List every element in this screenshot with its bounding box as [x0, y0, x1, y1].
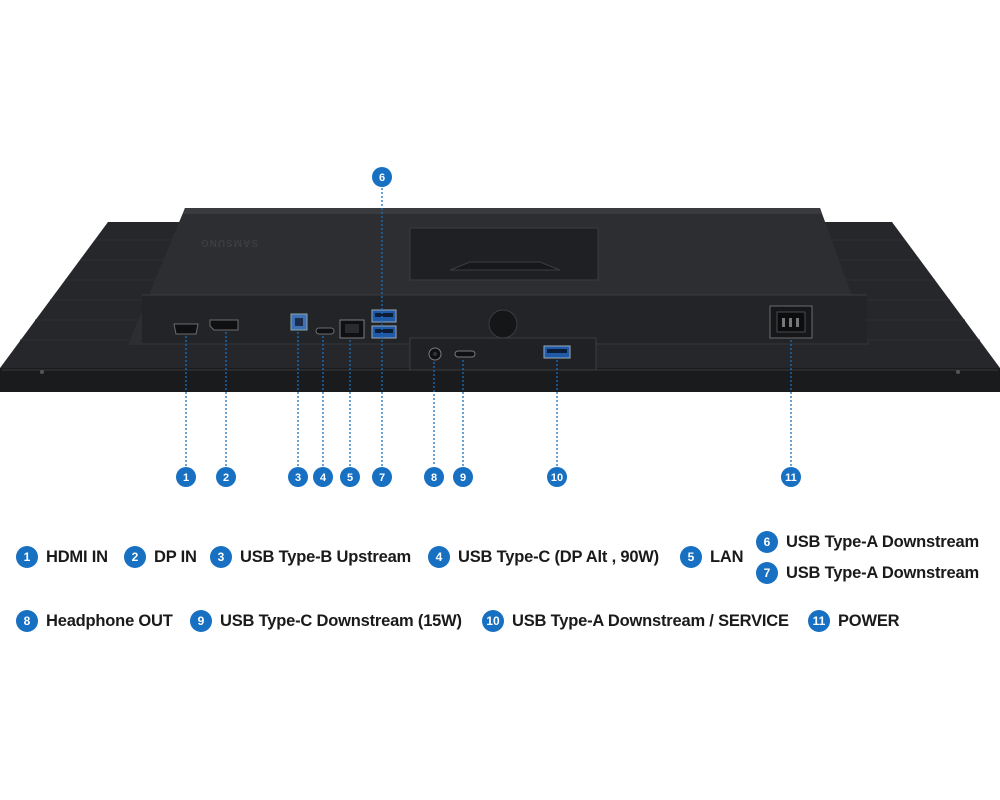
legend-number: 9 — [190, 610, 212, 632]
callout-8: 8 — [424, 467, 444, 487]
legend-item-hdmi-in: 1 HDMI IN — [16, 544, 108, 570]
legend-label: USB Type-A Downstream / SERVICE — [512, 611, 789, 630]
stand-hinge — [488, 309, 518, 339]
legend-number: 6 — [756, 531, 778, 553]
callout-number: 2 — [223, 472, 229, 484]
legend-label: Headphone OUT — [46, 611, 173, 630]
legend-item-usb-c-dp-alt: 4 USB Type-C (DP Alt , 90W) — [428, 544, 659, 570]
callout-number: 11 — [785, 472, 797, 484]
legend-item-dp-in: 2 DP IN — [124, 544, 197, 570]
hdmi-port-icon — [173, 323, 199, 335]
legend-label: LAN — [710, 547, 744, 566]
legend-label: POWER — [838, 611, 900, 630]
legend-label: USB Type-C Downstream (15W) — [220, 611, 462, 630]
legend-label: DP IN — [154, 547, 197, 566]
stand-mount-latch — [449, 261, 561, 271]
callout-number: 6 — [379, 172, 385, 184]
callout-6: 6 — [372, 167, 392, 187]
legend-number: 2 — [124, 546, 146, 568]
callout-number: 10 — [551, 472, 563, 484]
leader-lines — [185, 188, 792, 466]
legend-label: USB Type-A Downstream — [786, 563, 979, 582]
legend-item-lan: 5 LAN — [680, 544, 744, 570]
usb-a-port-icon — [371, 309, 397, 339]
screw-icon — [956, 370, 960, 374]
headphone-port-icon — [428, 347, 442, 361]
legend-number: 3 — [210, 546, 232, 568]
legend-number: 7 — [756, 562, 778, 584]
legend-item-usb-a-service: 10 USB Type-A Downstream / SERVICE — [482, 608, 789, 634]
callout-number: 4 — [320, 472, 327, 484]
callout-number: 8 — [431, 472, 437, 484]
screw-icon — [40, 370, 44, 374]
callout-number: 7 — [379, 472, 385, 484]
stand-mount — [409, 227, 599, 281]
callout-number: 1 — [183, 472, 189, 484]
legend-item-usb-b-upstream: 3 USB Type-B Upstream — [210, 544, 411, 570]
legend-label: USB Type-B Upstream — [240, 547, 412, 566]
legend-item-usb-c-downstream: 9 USB Type-C Downstream (15W) — [190, 608, 462, 634]
callout-2: 2 — [216, 467, 236, 487]
callout-number: 9 — [460, 472, 466, 484]
legend-item-usb-a-downstream-7: 7 USB Type-A Downstream — [756, 560, 979, 586]
legend-number: 4 — [428, 546, 450, 568]
usb-c-downstream-port-icon — [454, 350, 476, 358]
callout-5: 5 — [340, 467, 360, 487]
legend-number: 1 — [16, 546, 38, 568]
brand-logo: SAMSUNG — [200, 237, 258, 248]
callout-4: 4 — [313, 467, 333, 487]
callout-10: 10 — [547, 467, 567, 487]
usb-b-port-icon — [290, 313, 308, 331]
usb-a-service-port-icon — [543, 345, 571, 359]
legend-item-headphone-out: 8 Headphone OUT — [16, 608, 173, 634]
legend-label: USB Type-C (DP Alt , 90W) — [458, 547, 659, 566]
callout-number: 3 — [295, 472, 301, 484]
callout-7: 7 — [372, 467, 392, 487]
lan-port-icon — [339, 319, 365, 339]
callout-1: 1 — [176, 467, 196, 487]
power-port-icon — [769, 305, 813, 339]
callout-11: 11 — [781, 467, 801, 487]
legend-label: HDMI IN — [46, 547, 108, 566]
legend-number: 5 — [680, 546, 702, 568]
monitor-panel-bezel — [0, 368, 1000, 392]
dp-port-icon — [209, 319, 239, 331]
callout-number: 5 — [347, 472, 353, 484]
legend-number: 10 — [482, 610, 504, 632]
legend-number: 8 — [16, 610, 38, 632]
legend-label: USB Type-A Downstream — [786, 532, 979, 551]
legend-item-power: 11 POWER — [808, 608, 900, 634]
usb-c-port-icon — [315, 327, 335, 335]
legend-number: 11 — [808, 610, 830, 632]
callout-9: 9 — [453, 467, 473, 487]
legend-item-usb-a-downstream-6: 6 USB Type-A Downstream — [756, 529, 979, 555]
callout-3: 3 — [288, 467, 308, 487]
